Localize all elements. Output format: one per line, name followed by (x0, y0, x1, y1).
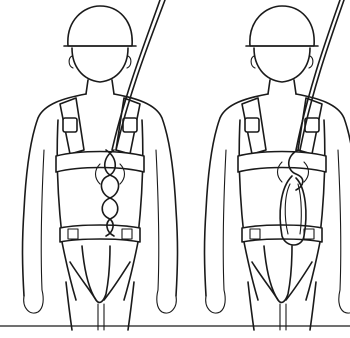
right-figure (205, 0, 350, 330)
left-figure (23, 0, 178, 330)
